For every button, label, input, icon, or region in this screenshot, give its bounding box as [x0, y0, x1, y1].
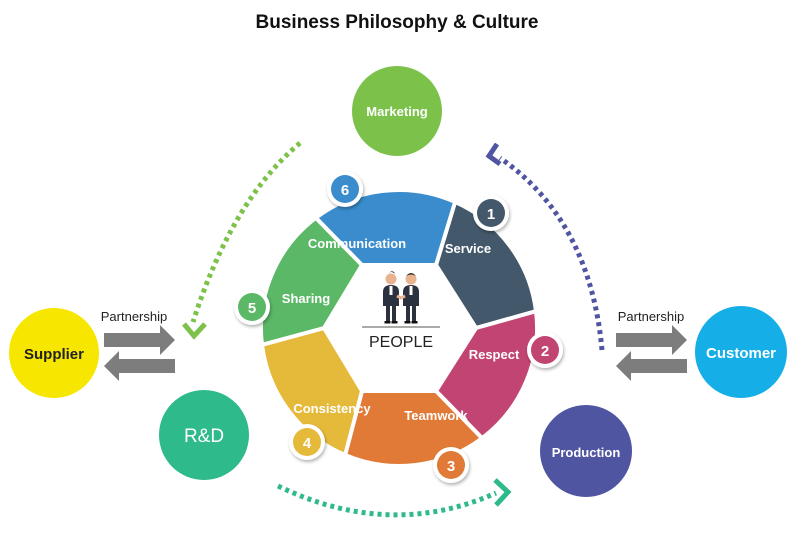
badge-3-number: 3 [447, 458, 455, 475]
badge-1: 1 [473, 195, 509, 231]
culture-wheel [258, 188, 540, 468]
wheel-segment-sharing [258, 215, 364, 347]
rnd-node: R&D [159, 390, 249, 480]
segment-label-teamwork: Teamwork [404, 408, 468, 423]
dotted-arrow-blue-icon [485, 142, 605, 351]
bidirectional-arrow-right-icon [616, 325, 687, 381]
marketing-node: Marketing [352, 66, 442, 156]
wheel-segment-service [434, 199, 538, 330]
marketing-label: Marketing [366, 104, 427, 119]
dotted-arrow-teal-icon [276, 478, 512, 518]
partnership-left-label: Partnership [101, 309, 167, 324]
badge-2: 2 [527, 332, 563, 368]
supplier-label: Supplier [24, 346, 84, 363]
customer-node: Customer [695, 306, 787, 398]
badge-6-number: 6 [341, 182, 349, 199]
badge-1-number: 1 [487, 206, 495, 223]
bidirectional-arrow-left-icon [104, 325, 175, 381]
people-label: PEOPLE [369, 334, 433, 351]
production-label: Production [552, 445, 621, 460]
diagram-title: Business Philosophy & Culture [256, 12, 539, 33]
customer-label: Customer [706, 345, 776, 362]
partnership-right-label: Partnership [618, 309, 684, 324]
badge-2-number: 2 [541, 343, 549, 360]
badge-5-number: 5 [248, 300, 256, 317]
segment-label-service: Service [445, 241, 491, 256]
badge-6: 6 [327, 171, 363, 207]
rnd-label: R&D [184, 426, 224, 447]
segment-label-sharing: Sharing [282, 291, 330, 306]
segment-label-respect: Respect [469, 347, 520, 362]
handshake-people-icon [383, 271, 419, 324]
supplier-node: Supplier [9, 308, 99, 398]
badge-4: 4 [289, 424, 325, 460]
wheel-segment-teamwork [343, 389, 485, 468]
wheel-segment-communication [313, 188, 458, 267]
segment-label-communication: Communication [308, 236, 406, 251]
badge-5: 5 [234, 289, 270, 325]
segment-label-consistency: Consistency [293, 401, 371, 416]
dotted-arrow-green-icon [182, 141, 302, 340]
badge-3: 3 [433, 447, 469, 483]
wheel-segment-consistency [260, 326, 364, 457]
badge-4-number: 4 [303, 435, 312, 452]
production-node: Production [540, 405, 632, 497]
wheel-segment-respect [434, 309, 540, 441]
